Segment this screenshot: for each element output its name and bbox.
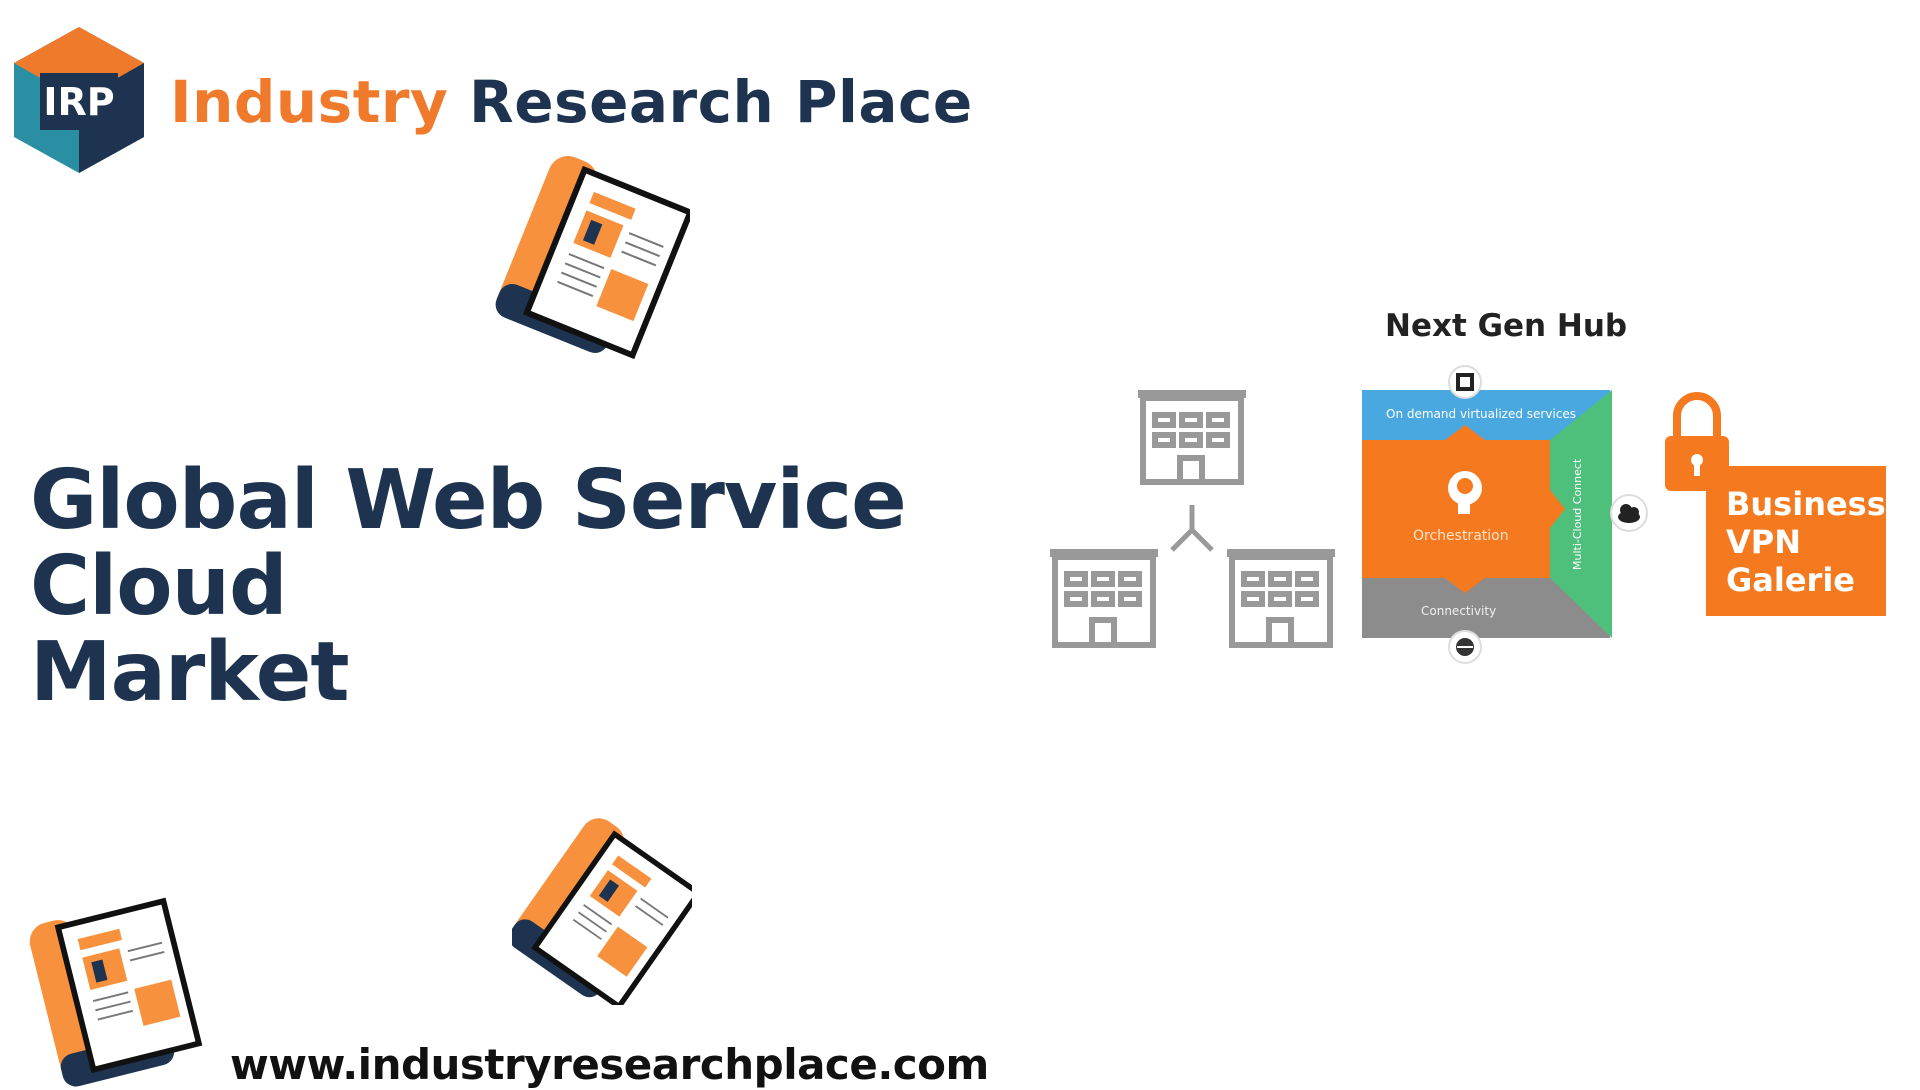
side-band (1550, 390, 1612, 638)
svg-text:IRP: IRP (43, 80, 114, 124)
title-line-2: Market (30, 625, 350, 720)
server-icon (1448, 365, 1482, 399)
bottom-band (1362, 578, 1610, 638)
brain-icon (1448, 471, 1482, 514)
building-icon (1050, 549, 1158, 648)
svg-text:Orchestration: Orchestration (1413, 528, 1509, 544)
brand-name: Industry Research Place (170, 68, 973, 136)
website-url: www.industryresearchplace.com (230, 1040, 989, 1089)
orchestration-block (1362, 440, 1550, 578)
building-icon (1227, 549, 1335, 648)
report-icon (495, 156, 690, 360)
vpn-box-label: Business VPN Galerie (1726, 485, 1886, 599)
svg-text:Connectivity: Connectivity (1421, 604, 1496, 618)
svg-text:On demand virtualized services: On demand virtualized services (1386, 407, 1576, 421)
report-icon (29, 897, 203, 1087)
brand-word-industry: Industry (170, 68, 449, 136)
building-icon (1138, 390, 1246, 485)
hub-title: Next Gen Hub (1385, 308, 1628, 344)
top-band (1362, 390, 1610, 440)
vpn-box (1706, 466, 1886, 616)
globe-icon (1448, 630, 1482, 664)
report-icon (512, 818, 692, 1005)
next-gen-hub-diagram: On demand virtualized services Orchestra… (1050, 365, 1886, 664)
cloud-icon (1610, 494, 1648, 532)
page-title: Global Web Service Cloud Market (30, 458, 980, 716)
svg-text:Multi-Cloud Connect: Multi-Cloud Connect (1571, 458, 1584, 570)
title-line-1: Global Web Service Cloud (30, 453, 907, 634)
brand-word-research-place: Research Place (469, 68, 973, 136)
irp-logo: IRP (14, 27, 144, 173)
connector-lines (1170, 505, 1214, 552)
